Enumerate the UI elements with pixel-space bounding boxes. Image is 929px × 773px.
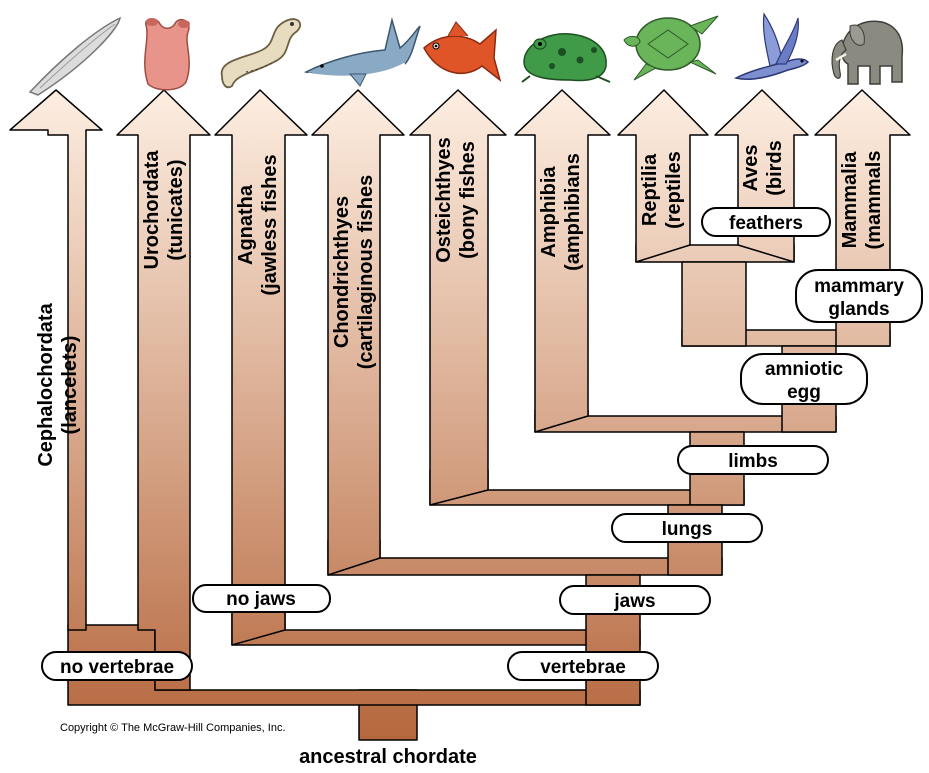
trait-lungs: lungs [612,514,762,542]
bony-fish-icon [424,22,500,80]
frog-icon [522,34,610,82]
label-reptilia: Reptilia [639,153,661,226]
trait-no-jaws-text: no jaws [226,589,296,610]
trait-mammary-glands-text-2: glands [828,299,889,320]
label-cephalochordata: Cephalochordata [35,302,57,466]
lancelet-icon [30,18,120,95]
label-osteichthyes-common: (bony fishes [457,141,479,259]
label-agnatha-common: (jawless fishes [259,154,281,295]
trait-no-vertebrae: no vertebrae [42,652,192,680]
copyright-text: Copyright © The McGraw-Hill Companies, I… [60,722,286,734]
trait-mammary-glands-text-1: mammary [814,276,904,297]
bird-icon [736,14,808,79]
label-osteichthyes: Osteichthyes [433,137,455,263]
trait-limbs: limbs [678,446,828,474]
label-agnatha: Agnatha [235,184,257,265]
label-chondrichthyes-common: (cartilaginous fishes [355,175,377,370]
trait-feathers-text: feathers [729,213,803,234]
label-urochordata: Urochordata [141,150,163,270]
trait-limbs-text: limbs [728,451,778,472]
root-label: ancestral chordate [299,746,477,768]
trait-jaws-text: jaws [613,591,655,612]
label-mammalia-common: (mammals [863,151,885,250]
trait-amniotic-egg-text-2: egg [787,382,821,403]
organism-icons [30,14,902,95]
label-amphibia: Amphibia [538,166,560,258]
trait-no-vertebrae-text: no vertebrae [60,657,174,678]
elephant-icon [832,21,902,84]
label-mammalia: Mammalia [839,151,861,249]
trait-amniotic-egg-text-1: amniotic [765,359,844,380]
label-amphibia-common: (amphibians [562,153,584,271]
turtle-icon [624,16,718,80]
label-urochordata-common: (tunicates) [165,159,187,260]
trait-lungs-text: lungs [662,519,713,540]
trait-jaws: jaws [560,586,710,614]
trait-vertebrae-text: vertebrae [540,657,626,678]
trait-amniotic-egg: amniotic egg [741,354,867,404]
trait-vertebrae: vertebrae [508,652,658,680]
connector-amniote [682,262,746,346]
label-aves: Aves [740,144,762,191]
trait-mammary-glands: mammary glands [796,270,922,322]
label-reptilia-common: (reptiles [663,151,685,229]
label-chondrichthyes: Chondrichthyes [331,196,353,348]
shark-icon [306,20,420,86]
lamprey-icon [222,19,301,87]
jawed-band [328,540,722,575]
tunicate-icon [145,18,190,90]
trait-no-jaws: no jaws [193,585,330,612]
label-cephalochordata-common: (lancelets) [59,336,81,435]
label-aves-common: (birds [764,140,786,196]
trait-feathers: feathers [702,208,830,236]
